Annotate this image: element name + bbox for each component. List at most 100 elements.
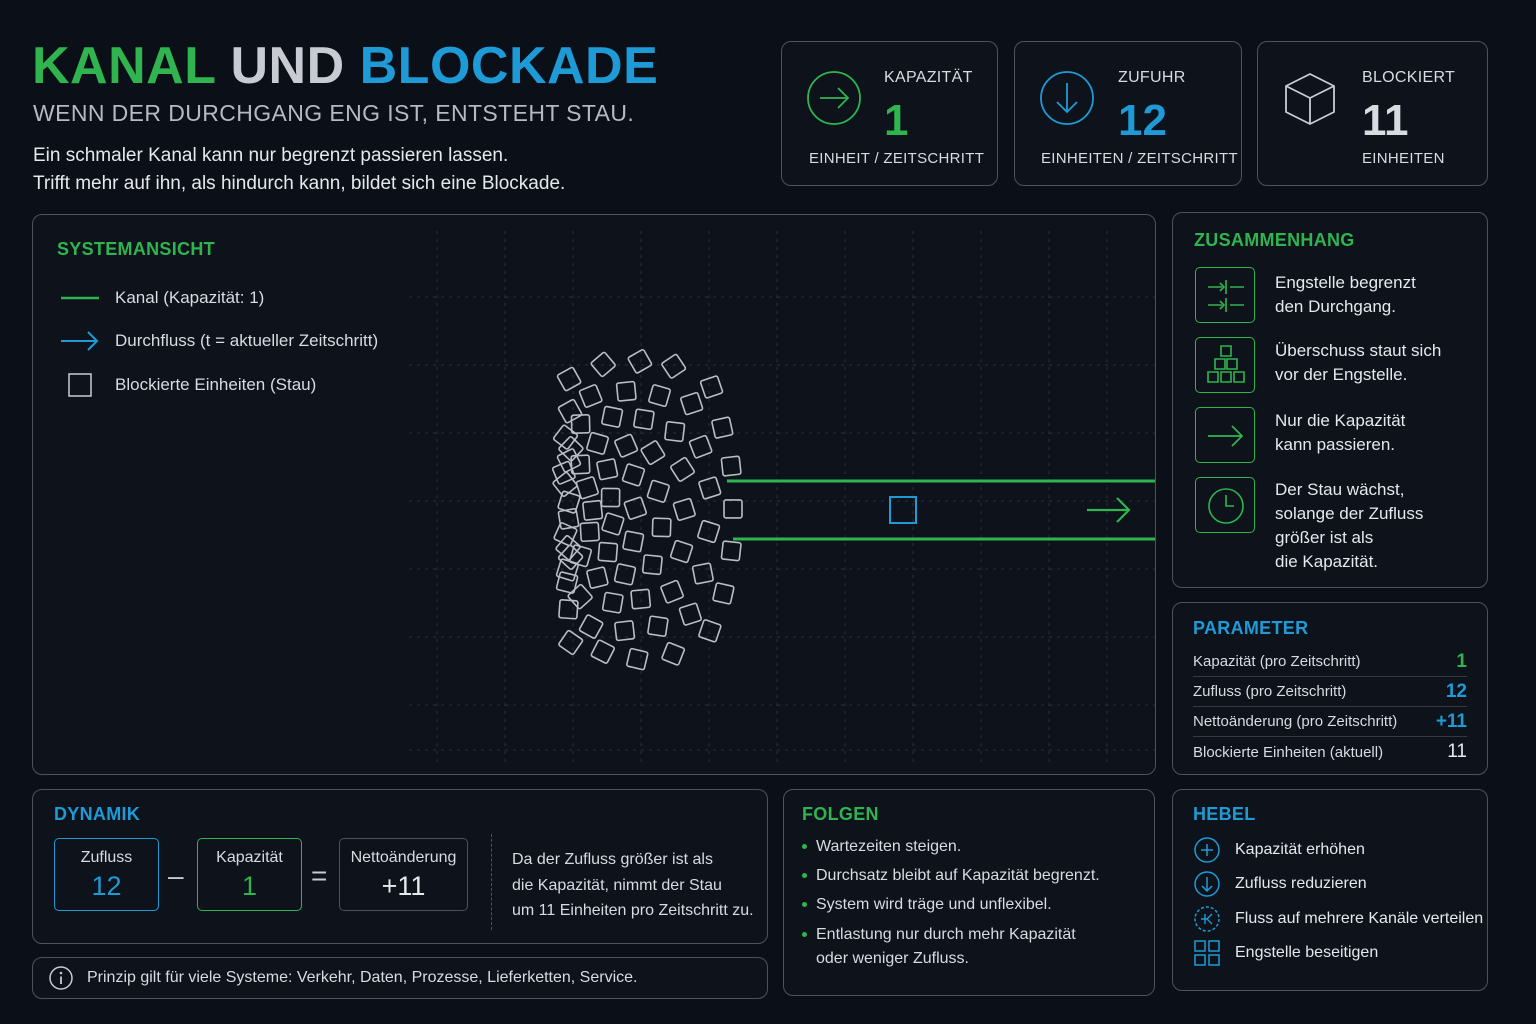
folgen-title: FOLGEN — [802, 804, 879, 824]
blocked-unit — [672, 497, 696, 521]
legend-flow-label: Durchfluss (t = aktueller Zeitschritt) — [115, 331, 379, 350]
blocked-unit — [570, 414, 591, 434]
list-item: System wird träge und unflexibel. — [802, 893, 1052, 917]
blocked-unit — [688, 434, 713, 459]
background-grid — [409, 231, 1155, 763]
blocked-unit — [558, 629, 584, 656]
list-item: Wartezeiten steigen. — [802, 835, 961, 859]
blocked-unit — [661, 641, 686, 666]
blocked-unit — [600, 487, 621, 508]
title-word-kanal: KANAL — [32, 37, 216, 95]
blocked-unit — [711, 416, 734, 439]
kpi-card-kapazitaet: KAPAZITÄT 1 EINHEIT / ZEITSCHRITT — [781, 41, 998, 186]
blocked-unit — [626, 647, 649, 671]
blocked-unit — [723, 499, 743, 519]
blocked-unit — [669, 539, 694, 564]
blocked-units-cluster — [551, 348, 743, 671]
blocked-unit — [621, 463, 646, 487]
blocked-unit — [557, 508, 580, 530]
blocked-unit — [578, 614, 604, 639]
blocked-unit — [557, 398, 583, 424]
blocked-unit — [579, 521, 600, 543]
kpi-value: 12 — [1118, 96, 1167, 145]
parameter-row: Blockierte Einheiten (aktuell)11 — [1193, 741, 1467, 762]
info-icon — [49, 966, 73, 990]
blocked-unit — [661, 353, 687, 379]
netto-box: Nettoänderung +11 — [339, 838, 468, 911]
legend-blocked-label: Blockierte Einheiten (Stau) — [115, 375, 317, 394]
kpi-label: ZUFUHR — [1118, 69, 1186, 86]
blocked-unit — [586, 566, 609, 589]
parameter-row: Kapazität (pro Zeitschritt)1 — [1193, 647, 1467, 677]
blocked-unit — [646, 479, 670, 503]
blocked-unit — [698, 619, 722, 643]
zusammenhang-item-4: Der Stau wächst,solange der Zufluss größ… — [1275, 480, 1424, 571]
blocked-unit — [660, 579, 684, 604]
kpi-card-blockiert: BLOCKIERT 11 EINHEITEN — [1257, 41, 1488, 186]
blocked-unit — [557, 544, 584, 570]
blocked-unit — [553, 522, 578, 547]
blocked-unit — [590, 639, 615, 664]
parameter-row: Nettoänderung (pro Zeitschritt)+11 — [1193, 707, 1467, 737]
zufluss-box: Zufluss 12 — [54, 838, 159, 911]
system-view-panel: SYSTEMANSICHT Kanal (Kapazität: 1) Durch… — [32, 214, 1156, 775]
blocked-unit — [567, 583, 593, 610]
blocked-unit — [601, 512, 625, 536]
grid-icon — [1194, 940, 1220, 966]
blocked-unit — [712, 582, 735, 605]
arrow-right-circle-icon — [807, 71, 861, 125]
blocked-unit — [670, 456, 695, 482]
legend-channel-label: Kanal (Kapazität: 1) — [115, 288, 265, 307]
plus-circle-icon — [1194, 837, 1220, 863]
blocked-unit — [720, 455, 742, 477]
blocked-unit — [647, 615, 669, 637]
kpi-unit: EINHEITEN — [1362, 150, 1445, 167]
equals-operator: = — [311, 860, 328, 891]
blocked-unit — [622, 530, 645, 553]
passing-unit — [889, 496, 917, 524]
title-word-und: UND — [230, 37, 345, 95]
kpi-card-zufuhr: ZUFUHR 12 EINHEITEN / ZEITSCHRITT — [1014, 41, 1242, 186]
info-text: Prinzip gilt für viele Systeme: Verkehr,… — [87, 969, 638, 986]
blocked-unit — [691, 562, 714, 585]
blocked-unit — [633, 408, 655, 431]
blocked-unit — [555, 535, 581, 561]
blocked-unit — [651, 517, 672, 538]
kpi-value: 1 — [884, 96, 909, 145]
cube-icon — [1285, 73, 1335, 125]
stacked-boxes-icon — [1195, 337, 1255, 393]
blocked-unit — [601, 591, 624, 614]
blocked-unit — [630, 588, 652, 610]
blocked-unit — [627, 348, 653, 374]
blocked-unit — [614, 433, 639, 458]
dynamik-title: DYNAMIK — [54, 804, 141, 824]
parameter-row: Zufluss (pro Zeitschritt)12 — [1193, 677, 1467, 707]
blocked-unit — [623, 496, 648, 520]
kapazitaet-box: Kapazität 1 — [197, 838, 302, 911]
system-view-title: SYSTEMANSICHT — [57, 239, 215, 259]
page-title: KANAL UND BLOCKADE — [32, 36, 658, 96]
split-flow-icon — [1194, 906, 1220, 932]
blocked-unit — [697, 519, 721, 544]
page-subtitle: WENN DER DURCHGANG ENG IST, ENTSTEHT STA… — [33, 100, 635, 126]
info-bar: Prinzip gilt für viele Systeme: Verkehr,… — [32, 957, 768, 999]
blocked-unit — [615, 380, 637, 402]
blocked-unit — [552, 424, 579, 450]
blocked-unit — [597, 541, 619, 563]
kpi-label: BLOCKIERT — [1362, 69, 1456, 86]
blocked-unit — [586, 431, 609, 455]
minus-operator: – — [168, 860, 184, 891]
hebel-title: HEBEL — [1193, 804, 1256, 824]
blocked-unit — [558, 598, 579, 620]
dynamik-explanation: Da der Zufluss größer ist als die Kapazi… — [512, 851, 754, 919]
blocked-unit — [648, 384, 671, 408]
blocked-unit — [678, 602, 702, 626]
blocked-unit — [664, 420, 686, 443]
kpi-label: KAPAZITÄT — [884, 69, 973, 86]
arrow-right-icon — [1195, 407, 1255, 463]
intro-line-1: Ein schmaler Kanal kann nur begrenzt pas… — [33, 145, 509, 166]
